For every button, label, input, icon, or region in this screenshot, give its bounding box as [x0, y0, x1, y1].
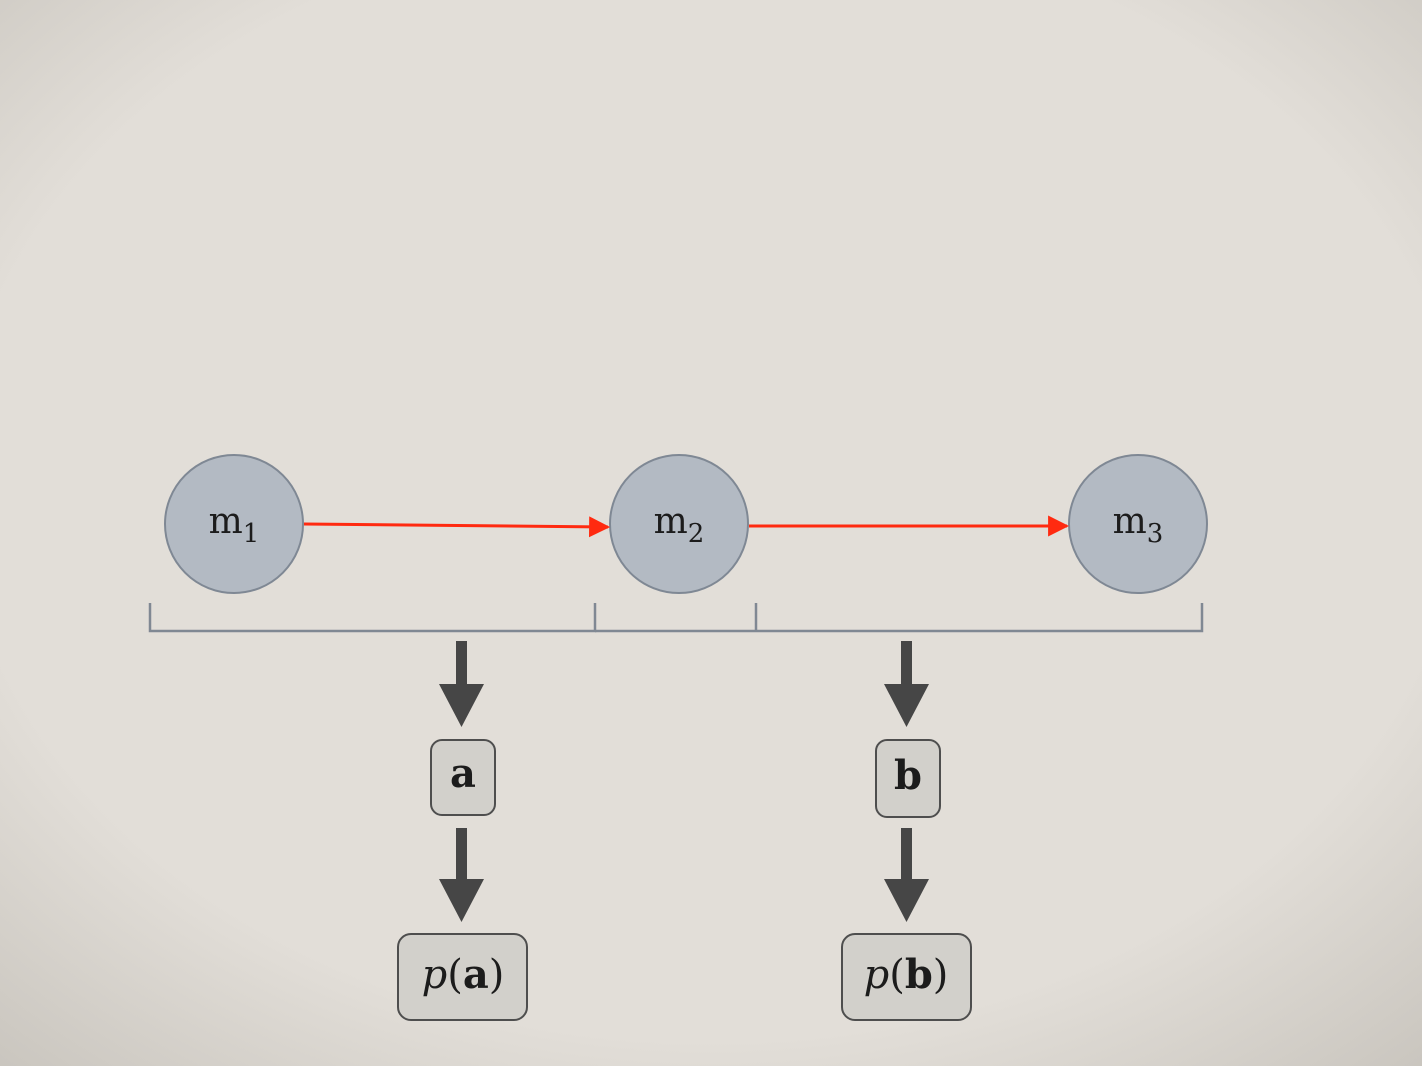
down-arrow-a-2: [439, 828, 484, 922]
node-m1-subscript: 1: [243, 519, 260, 549]
edge-m1-m2: [303, 516, 611, 538]
node-m3: m3: [1068, 454, 1208, 594]
label-p-a: p(a): [422, 951, 505, 998]
bracket-right: [595, 603, 1204, 633]
down-arrow-a-1: [439, 641, 484, 727]
node-m3-subscript: 3: [1147, 519, 1164, 549]
node-m2-subscript: 2: [688, 519, 705, 549]
down-arrow-b-2: [884, 828, 929, 922]
box-a: [430, 739, 496, 816]
node-m2: m2: [609, 454, 749, 594]
svg-text:m3: m3: [1113, 501, 1164, 549]
box-p-b: [841, 933, 972, 1021]
svg-text:m2: m2: [654, 501, 705, 549]
label-b: b: [894, 752, 922, 799]
down-arrow-b-1: [884, 641, 929, 727]
label-a: a: [450, 750, 476, 797]
group-b: b p(b): [841, 641, 972, 1021]
node-m1: m1: [164, 454, 304, 594]
box-p-a: [397, 933, 528, 1021]
group-a: a p(a): [397, 641, 528, 1021]
label-p-b: p(b): [864, 951, 949, 998]
svg-text:m1: m1: [209, 501, 260, 549]
bracket-left: [148, 603, 597, 633]
box-b: [875, 739, 941, 818]
